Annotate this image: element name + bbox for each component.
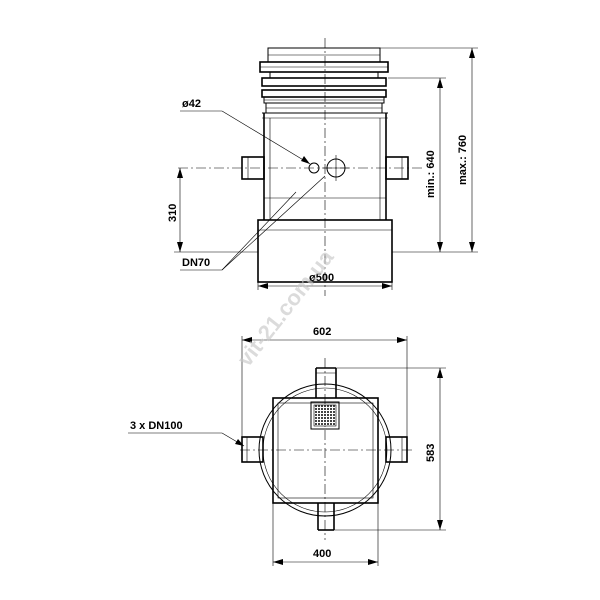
gully-grate xyxy=(310,401,340,430)
dimension-310: 310 xyxy=(167,168,258,253)
min-640-label: min.: 640 xyxy=(425,150,437,198)
dimension-602: 602 xyxy=(241,326,408,437)
square-lid xyxy=(272,397,379,504)
base-400-label: 400 xyxy=(313,548,331,560)
dimension-500: ø500 xyxy=(257,272,393,290)
round-body xyxy=(258,383,392,517)
cover-lid xyxy=(259,47,389,78)
inlets-dn100-label: 3 x DN100 xyxy=(130,420,183,432)
watermark-text: vit-21.com.ua xyxy=(232,244,339,371)
dimension-583: 583 xyxy=(334,367,446,531)
collar-rings xyxy=(261,77,388,119)
width-602-label: 602 xyxy=(313,326,331,338)
dimension-max-760: max.: 760 xyxy=(380,47,478,253)
side-view: ø42 DN70 310 ø500 xyxy=(167,38,478,296)
depth-583-label: 583 xyxy=(425,444,437,462)
pipe-dn70-label: DN70 xyxy=(182,257,210,269)
hole-diameter-label: ø42 xyxy=(182,98,201,110)
dimension-400: 400 xyxy=(272,503,379,566)
max-760-label: max.: 760 xyxy=(457,135,469,185)
bottom-outlet xyxy=(317,503,335,531)
diameter-500-label: ø500 xyxy=(309,272,334,284)
top-inlet xyxy=(315,367,337,398)
small-hole xyxy=(308,162,320,174)
left-inlet xyxy=(241,436,264,463)
height-310-label: 310 xyxy=(167,204,179,222)
dimension-min-640: min.: 640 xyxy=(388,77,446,253)
top-view: 3 x DN100 602 583 400 xyxy=(128,326,446,566)
right-inlet xyxy=(385,436,408,463)
